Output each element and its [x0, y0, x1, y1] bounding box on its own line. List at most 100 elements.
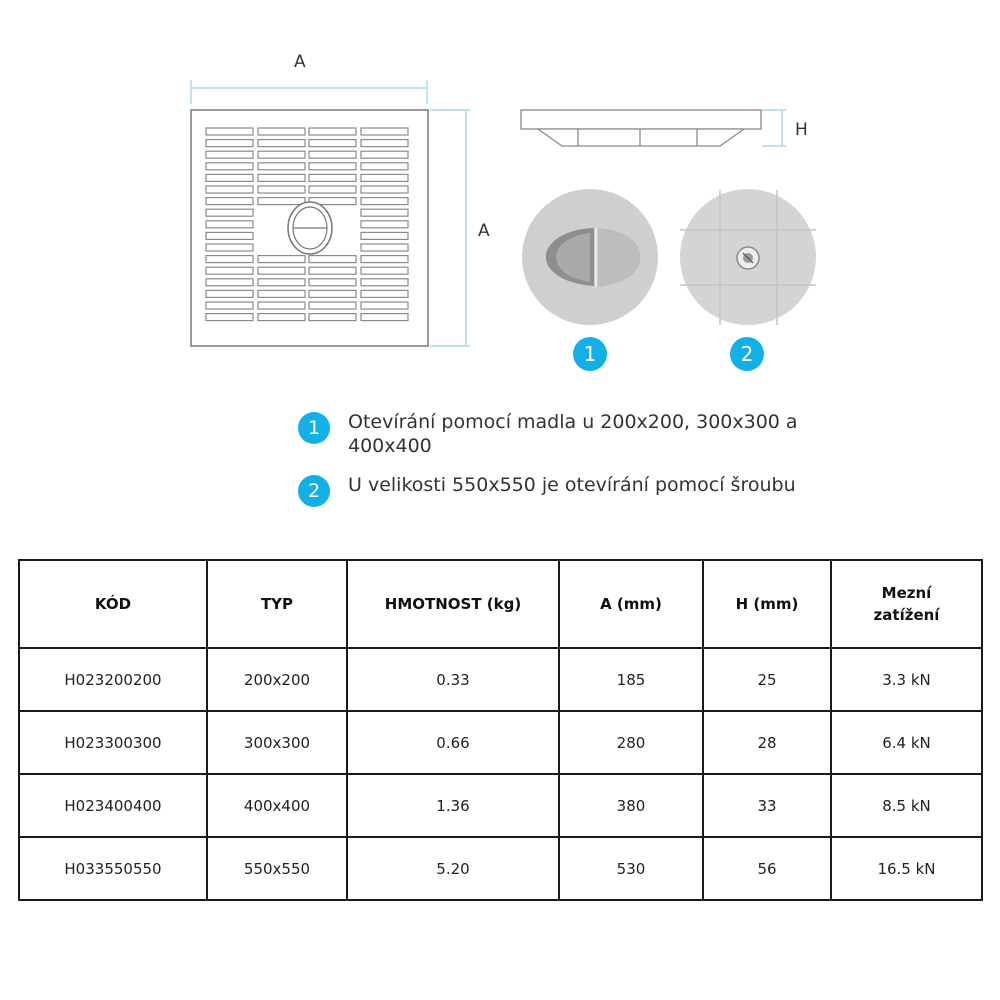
detail-screw-circle	[680, 189, 816, 325]
cell-type: 400x400	[206, 773, 348, 838]
grate-slot	[360, 127, 409, 136]
note-item-2: 2 U velikosti 550x550 je otevírání pomoc…	[298, 473, 818, 525]
cell-h: 33	[702, 773, 832, 838]
grate-slot	[205, 220, 254, 229]
grate-slot	[308, 150, 357, 159]
grate-slot	[257, 139, 306, 148]
grate-slot	[308, 301, 357, 310]
grate-slot	[257, 278, 306, 287]
grate-slot	[360, 139, 409, 148]
grate-slot	[257, 301, 306, 310]
grate-slot	[205, 127, 254, 136]
cell-code: H023200200	[18, 647, 208, 712]
cell-a: 280	[558, 710, 704, 775]
grate-slot	[205, 243, 254, 252]
grate-slot	[360, 150, 409, 159]
dimension-height	[762, 109, 786, 147]
table-header-row: KÓD TYP HMOTNOST (kg) A (mm) H (mm) Mezn…	[18, 559, 983, 649]
specification-table: KÓD TYP HMOTNOST (kg) A (mm) H (mm) Mezn…	[18, 559, 983, 901]
cell-type: 200x200	[206, 647, 348, 712]
grate-slot	[360, 162, 409, 171]
grate-slot	[205, 289, 254, 298]
grate-slot	[257, 162, 306, 171]
grate-slot	[257, 289, 306, 298]
grate-slot	[205, 162, 254, 171]
grate-slot	[360, 197, 409, 206]
grate-slot	[205, 150, 254, 159]
grate-side-profile	[520, 109, 762, 147]
grate-slot	[308, 255, 357, 264]
grate-slot	[360, 208, 409, 217]
grate-slot	[360, 301, 409, 310]
cell-weight: 0.33	[346, 647, 560, 712]
detail-marker-2: 2	[730, 337, 764, 371]
cell-weight: 1.36	[346, 773, 560, 838]
grate-slot	[308, 313, 357, 322]
cell-weight: 5.20	[346, 836, 560, 901]
grate-slot	[360, 185, 409, 194]
grate-slot	[205, 266, 254, 275]
grate-slot	[360, 255, 409, 264]
table-row: H023400400 400x400 1.36 380 33 8.5 kN	[18, 773, 983, 838]
cell-code: H023400400	[18, 773, 208, 838]
dimension-label-height: H	[795, 120, 808, 140]
detail-handle-circle	[522, 189, 658, 325]
note-text-2: U velikosti 550x550 je otevírání pomocí …	[348, 474, 796, 496]
grate-top-view	[190, 109, 429, 347]
detail-marker-1: 1	[573, 337, 607, 371]
grate-slot	[257, 255, 306, 264]
grate-slot	[360, 313, 409, 322]
grate-slot	[205, 301, 254, 310]
note-marker-2: 2	[298, 475, 330, 507]
grate-slot	[257, 127, 306, 136]
column-header-type: TYP	[206, 559, 348, 649]
cell-load: 8.5 kN	[830, 773, 983, 838]
column-header-h: H (mm)	[702, 559, 832, 649]
dimension-top	[190, 80, 428, 104]
grate-slot	[308, 289, 357, 298]
cell-code: H033550550	[18, 836, 208, 901]
grate-slot	[205, 173, 254, 182]
dimension-side	[430, 109, 470, 347]
grate-slot	[205, 313, 254, 322]
grate-slot	[205, 255, 254, 264]
cell-h: 25	[702, 647, 832, 712]
cell-code: H023300300	[18, 710, 208, 775]
column-header-weight: HMOTNOST (kg)	[346, 559, 560, 649]
note-item-1: 1 Otevírání pomocí madla u 200x200, 300x…	[298, 410, 818, 462]
column-header-a: A (mm)	[558, 559, 704, 649]
grate-slot	[308, 173, 357, 182]
cell-type: 300x300	[206, 710, 348, 775]
grate-slot	[308, 278, 357, 287]
grate-slot	[308, 185, 357, 194]
grate-slot	[205, 208, 254, 217]
dimension-label-side: A	[478, 221, 490, 241]
grate-slot	[257, 266, 306, 275]
note-marker-1: 1	[298, 412, 330, 444]
cell-weight: 0.66	[346, 710, 560, 775]
grate-slot	[360, 243, 409, 252]
cell-load: 6.4 kN	[830, 710, 983, 775]
table-row: H023200200 200x200 0.33 185 25 3.3 kN	[18, 647, 983, 712]
grate-slot	[360, 278, 409, 287]
grate-slot	[360, 220, 409, 229]
cell-a: 530	[558, 836, 704, 901]
table-row: H033550550 550x550 5.20 530 56 16.5 kN	[18, 836, 983, 901]
technical-drawing	[190, 80, 816, 347]
cell-load: 3.3 kN	[830, 647, 983, 712]
grate-slot	[257, 150, 306, 159]
grate-slot	[257, 173, 306, 182]
column-header-code: KÓD	[18, 559, 208, 649]
grate-slot	[205, 139, 254, 148]
cell-a: 380	[558, 773, 704, 838]
column-header-load: Mezní zatížení	[830, 559, 983, 649]
grate-slot	[308, 197, 357, 206]
grate-slot	[205, 231, 254, 240]
grate-slot	[308, 127, 357, 136]
note-text-1: Otevírání pomocí madla u 200x200, 300x30…	[348, 411, 798, 457]
grate-slot	[205, 278, 254, 287]
dimension-label-top: A	[294, 52, 306, 72]
table-row: H023300300 300x300 0.66 280 28 6.4 kN	[18, 710, 983, 775]
grate-slot	[360, 266, 409, 275]
grate-slot	[360, 173, 409, 182]
